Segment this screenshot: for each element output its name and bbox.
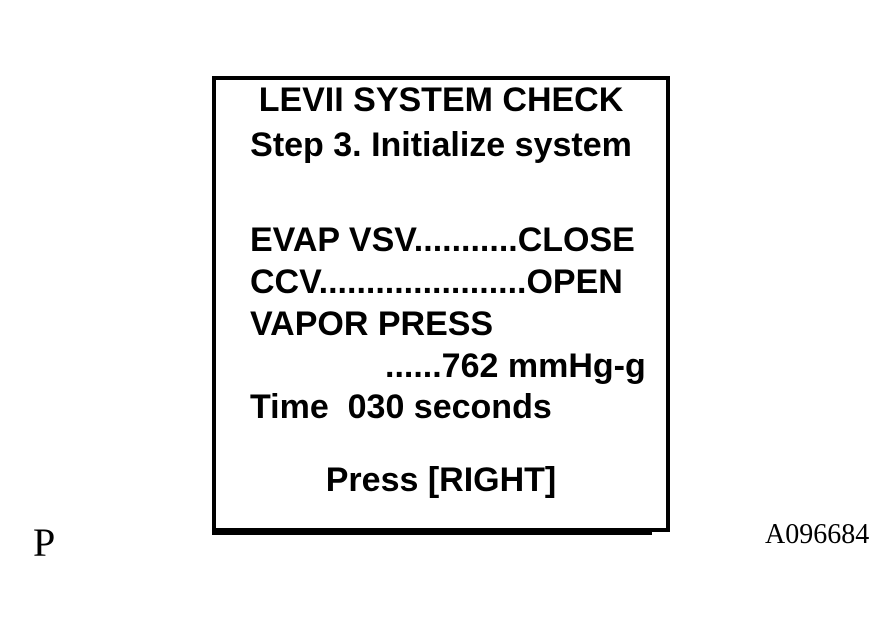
figure-code: A096684 (765, 519, 870, 550)
readout-vapor-press-label: VAPOR PRESS (250, 305, 494, 343)
screen-title: LEVII SYSTEM CHECK (258, 81, 624, 119)
press-right-prompt: Press [RIGHT] (325, 461, 557, 499)
screen-step-subtitle: Step 3. Initialize system (250, 126, 632, 164)
readout-ccv: CCV......................OPEN (250, 263, 623, 301)
tester-screen-display: LEVII SYSTEM CHECK Step 3. Initialize sy… (212, 76, 670, 535)
readout-time: Time 030 seconds (250, 388, 552, 426)
readout-evap-vsv: EVAP VSV...........CLOSE (250, 221, 635, 259)
readout-vapor-press-value: ......762 mmHg-g (385, 347, 646, 385)
page-section-label: P (33, 520, 56, 565)
